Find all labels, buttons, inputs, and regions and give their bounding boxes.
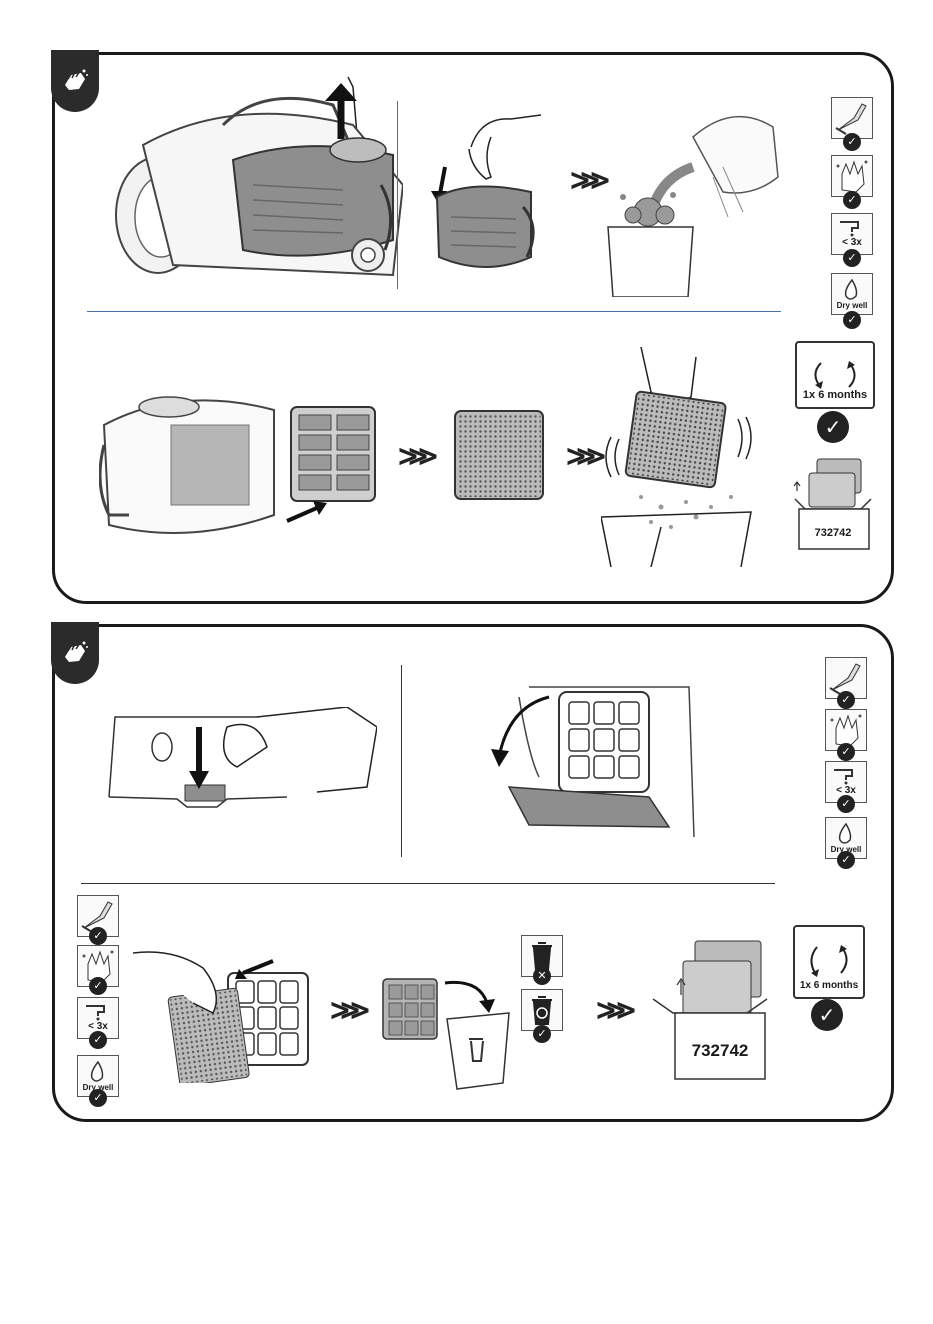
step-divider (401, 665, 402, 857)
allowed-check-icon: ✓ (89, 1089, 107, 1107)
step-divider (397, 101, 398, 289)
replace-interval-box: 1x 6 months (793, 925, 865, 999)
next-step-chevrons: >>> (565, 439, 595, 474)
open-filter-cover-illustration (489, 677, 699, 847)
allowed-check-icon: ✓ (837, 743, 855, 761)
allowed-check-icon: ✓ (843, 191, 861, 209)
section-badge (51, 50, 99, 112)
allowed-check-icon: ✓ (533, 1025, 551, 1043)
dry-well-label: Dry well (832, 301, 872, 310)
next-step-chevrons: >>> (397, 439, 427, 474)
dry-well-icon: Dry well (831, 273, 873, 315)
arrow-up-icon (321, 81, 361, 141)
section-divider (81, 883, 775, 884)
next-step-chevrons: >>> (329, 993, 359, 1028)
part-number: 732742 (675, 1041, 765, 1061)
interval-label: 1x 6 months (795, 980, 863, 991)
part-number: 732742 (799, 527, 867, 539)
allowed-check-icon: ✓ (843, 249, 861, 267)
tap-limit-label: < 3x (832, 237, 872, 248)
arrow-insert-icon (285, 499, 329, 525)
not-allowed-icon: ✕ (533, 967, 551, 985)
section-badge (51, 622, 99, 684)
filter-grid-illustration (289, 405, 379, 505)
cleaning-panel-1: >>> (52, 52, 894, 604)
container-filter-location-illustration (99, 365, 279, 545)
shake-filter-over-bin-illustration (601, 347, 761, 567)
remove-filter-sponge-illustration (133, 943, 313, 1083)
interval-label: 1x 6 months (797, 389, 873, 401)
allowed-check-icon: ✓ (89, 927, 107, 945)
section-divider (87, 311, 781, 312)
press-filter-cover-button-illustration (107, 707, 377, 817)
allowed-check-icon: ✓ (89, 1031, 107, 1049)
approved-check-icon: ✓ (817, 411, 849, 443)
empty-dust-into-bin-illustration (593, 97, 783, 297)
allowed-check-icon: ✓ (89, 977, 107, 995)
allowed-check-icon: ✓ (837, 795, 855, 813)
replacement-filter-box-illustration (651, 935, 771, 1085)
sponge-filter-illustration (453, 409, 545, 501)
next-step-chevrons: >>> (595, 993, 625, 1028)
allowed-check-icon: ✓ (843, 133, 861, 151)
approved-check-icon: ✓ (811, 999, 843, 1031)
hand-wipe-icon (59, 637, 91, 669)
allowed-check-icon: ✓ (843, 311, 861, 329)
hand-wipe-icon (59, 65, 91, 97)
cleaning-panel-2: ✓ ✓ < 3x ✓ Dry well ✓ ✓ ✓ < 3x ✓ Dry wel… (52, 624, 894, 1122)
press-container-lid-illustration (431, 107, 551, 287)
discard-filter-illustration (379, 973, 519, 1093)
replace-interval-box: 1x 6 months (795, 341, 875, 409)
allowed-check-icon: ✓ (837, 691, 855, 709)
allowed-check-icon: ✓ (837, 851, 855, 869)
